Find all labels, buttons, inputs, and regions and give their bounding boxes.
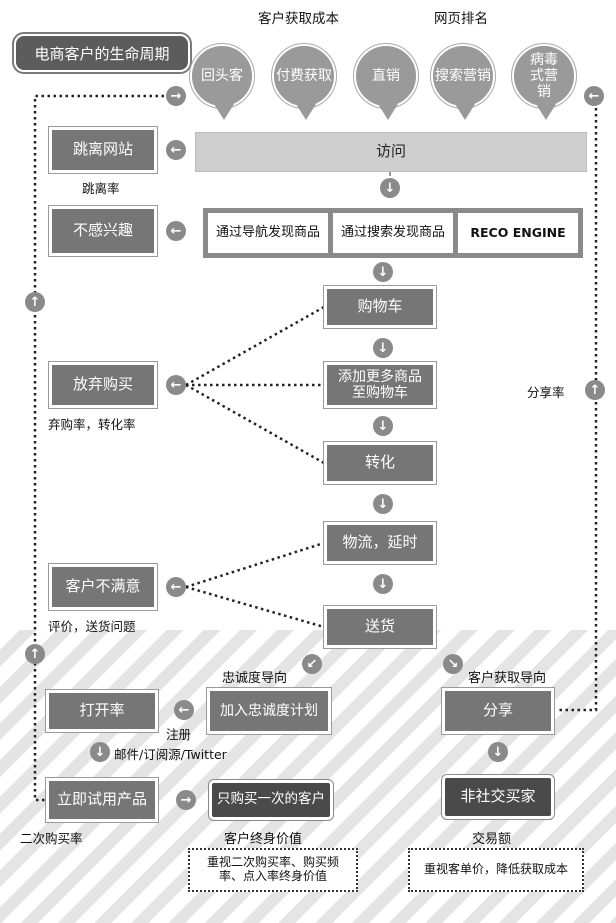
discover-by-navigation: 通过导航发现商品 — [208, 213, 328, 253]
arrow-left-icon: ← — [174, 700, 194, 720]
transaction-volume-label: 交易额 — [472, 832, 512, 847]
arrow-left-icon: ← — [166, 577, 186, 597]
page-rank-label: 网页排名 — [434, 11, 488, 27]
try-now-box: 立即试用产品 — [45, 777, 159, 823]
channels-label: 邮件/订阅源/Twitter — [114, 747, 227, 762]
acquisition-direction-label: 客户获取导向 — [468, 671, 547, 686]
one-time-buyer-box: 只购买一次的客户 — [208, 779, 334, 821]
arrow-down-icon: ↓ — [373, 494, 393, 514]
loyalty-direction-label: 忠诚度导向 — [222, 671, 288, 686]
arrow-right-icon: → — [176, 790, 196, 810]
ltv-label: 客户终身价值 — [224, 832, 303, 847]
source-search-marketing: 搜索营销 — [430, 43, 496, 120]
diagram-title: 电商客户的生命周期 — [12, 32, 192, 74]
arrow-down-icon: ↓ — [373, 338, 393, 358]
bounce-rate-label: 跳离率 — [82, 181, 120, 196]
cart-box: 购物车 — [323, 285, 437, 329]
share-box: 分享 — [441, 687, 555, 735]
acquisition-cost-label: 客户获取成本 — [258, 11, 339, 27]
arrow-up-icon: ↑ — [25, 644, 45, 664]
arrow-down-right-icon: ↘ — [443, 654, 463, 674]
visit-bar: 访问 — [195, 132, 587, 172]
arrow-down-icon: ↓ — [380, 178, 400, 198]
source-viral-marketing: 病毒式营销 — [511, 43, 577, 120]
arrow-up-icon: ↑ — [585, 380, 605, 400]
arrow-down-icon: ↓ — [373, 574, 393, 594]
non-social-buyer-box: 非社交买家 — [441, 774, 555, 820]
source-paid-acquisition: 付费获取 — [271, 43, 337, 120]
arrow-down-icon: ↓ — [373, 262, 393, 282]
open-rate-box: 打开率 — [45, 689, 159, 733]
arrow-down-icon: ↓ — [488, 742, 508, 762]
arrow-down-icon: ↓ — [90, 742, 110, 762]
join-loyalty-box: 加入忠诚度计划 — [206, 687, 332, 735]
review-issues-label: 评价，送货问题 — [48, 619, 136, 634]
logistics-box: 物流，延时 — [323, 521, 437, 565]
delivery-box: 送货 — [323, 605, 437, 649]
arrow-left-icon: ← — [584, 86, 604, 106]
source-direct-sales: 直销 — [353, 43, 419, 120]
reco-engine: RECO ENGINE — [458, 213, 578, 253]
arrow-left-icon: ← — [166, 140, 186, 160]
add-more-box: 添加更多商品至购物车 — [323, 361, 437, 409]
discovery-row: 通过导航发现商品 通过搜索发现商品 RECO ENGINE — [203, 208, 583, 258]
unsatisfied-box: 客户不满意 — [48, 563, 158, 611]
share-rate-label: 分享率 — [527, 385, 565, 400]
register-label: 注册 — [166, 727, 192, 742]
not-interested-box: 不感兴趣 — [48, 205, 158, 257]
arrow-down-left-icon: ↙ — [302, 654, 322, 674]
arrow-up-icon: ↑ — [25, 292, 45, 312]
convert-box: 转化 — [323, 441, 437, 485]
leave-site-box: 跳离网站 — [48, 126, 158, 174]
repurchase-rate-label: 二次购买率 — [20, 831, 83, 846]
abandon-box: 放弃购买 — [48, 361, 158, 409]
abandon-rate-label: 弃购率，转化率 — [48, 417, 136, 432]
arrow-right-icon: → — [166, 86, 186, 106]
arrow-left-icon: ← — [166, 375, 186, 395]
source-returning-customer: 回头客 — [189, 43, 255, 120]
arrow-left-icon: ← — [166, 221, 186, 241]
volume-note: 重视客单价，降低获取成本 — [408, 848, 584, 892]
ltv-note: 重视二次购买率、购买频率、点入率终身价值 — [188, 848, 358, 892]
discover-by-search: 通过搜索发现商品 — [333, 213, 453, 253]
arrow-down-icon: ↓ — [373, 416, 393, 436]
